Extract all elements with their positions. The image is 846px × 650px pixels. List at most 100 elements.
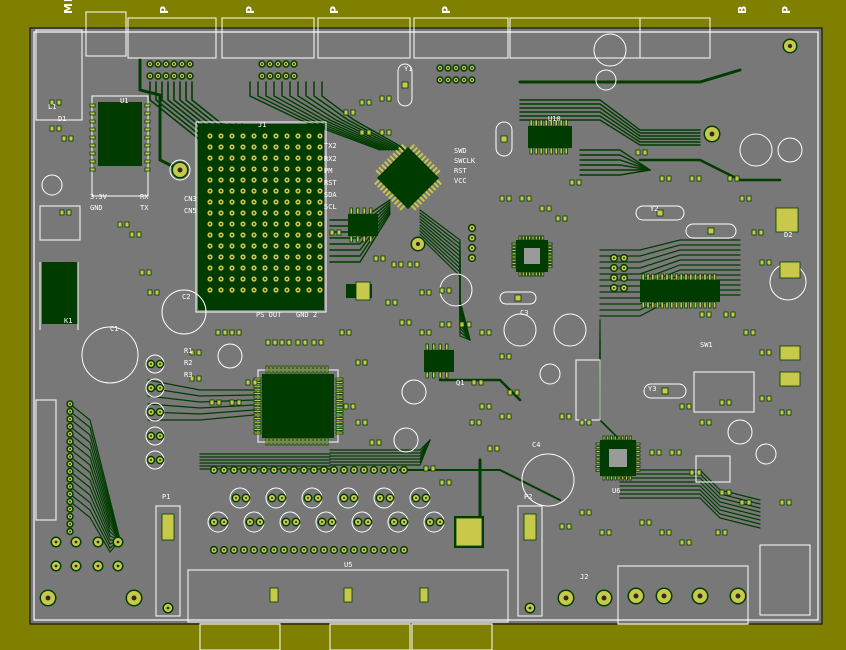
drill-hole: [613, 267, 615, 269]
smd-pad: [196, 375, 202, 382]
smd-pad: [269, 437, 273, 446]
drill-hole: [264, 168, 266, 170]
smd-pad: [277, 437, 281, 446]
smd-pad: [49, 125, 55, 132]
smd-pad: [144, 111, 151, 116]
drill-hole: [244, 496, 248, 500]
drill-hole: [323, 469, 325, 471]
drill-hole: [378, 496, 382, 500]
drill-hole: [275, 212, 277, 214]
smd-pad: [253, 431, 262, 435]
copper-trace: [69, 455, 121, 541]
drill-hole: [264, 212, 266, 214]
drill-hole: [313, 469, 315, 471]
smd-pad: [366, 129, 372, 136]
silk-circle: [217, 343, 243, 369]
drill-hole: [623, 257, 625, 259]
copper-trace: [329, 207, 391, 245]
drill-hole: [342, 496, 346, 500]
drill-hole: [414, 496, 418, 500]
drill-hole: [661, 593, 667, 599]
drill-hole: [222, 520, 226, 524]
smd-pad: [426, 329, 432, 336]
smd-pad: [525, 271, 528, 277]
smd-pad: [305, 437, 309, 446]
smd-pad: [655, 301, 660, 309]
drill-hole: [293, 63, 295, 65]
drill-hole: [308, 245, 310, 247]
drill-hole: [613, 257, 615, 259]
silk-outline: [35, 399, 57, 521]
smd-pad: [335, 388, 344, 392]
smd-pad: [699, 419, 705, 426]
drill-hole: [270, 496, 274, 500]
smd-pad: [506, 353, 512, 360]
smd-pad: [362, 359, 368, 366]
drill-hole: [333, 549, 335, 551]
smd-pad: [302, 339, 308, 346]
smd-pad: [715, 529, 721, 536]
smd-pad: [293, 437, 297, 446]
drill-hole: [177, 167, 183, 173]
smd-pad: [679, 273, 683, 281]
smd-pad: [139, 269, 145, 276]
smd-pad: [539, 205, 545, 212]
copper-trace: [147, 409, 255, 415]
qfp-pin: [398, 146, 404, 153]
silk-circle: [521, 453, 575, 507]
smd-pad: [712, 273, 717, 281]
smd-pad: [253, 388, 262, 392]
smd-pad: [518, 235, 522, 241]
smd-pad: [602, 435, 606, 441]
smd-pad: [313, 365, 317, 374]
drill-hole: [697, 593, 703, 599]
qfp-pin: [432, 166, 438, 173]
smd-pad: [335, 399, 344, 403]
smd-pad: [541, 271, 545, 277]
drill-hole: [261, 63, 263, 65]
drill-hole: [69, 440, 71, 443]
smd-pad: [689, 175, 695, 182]
drill-hole: [528, 606, 532, 610]
drill-hole: [308, 289, 310, 291]
smd-pad: [766, 349, 772, 356]
qfp-pin: [400, 144, 407, 150]
smd-pad: [369, 207, 373, 215]
smd-pad: [277, 365, 281, 374]
drill-hole: [297, 267, 299, 269]
smd-pad: [786, 499, 792, 506]
smd-pad: [136, 231, 142, 238]
smd-pad: [674, 301, 679, 309]
drill-hole: [150, 435, 152, 437]
drill-hole: [563, 595, 569, 601]
drill-hole: [242, 190, 244, 192]
crystal-outline: [635, 205, 685, 221]
drill-hole: [275, 289, 277, 291]
qfp-pin: [378, 166, 384, 173]
qfp-pin: [426, 161, 433, 167]
smd-pad: [446, 287, 452, 294]
drill-hole: [284, 520, 288, 524]
drill-hole: [352, 496, 356, 500]
smd-pad: [559, 147, 563, 155]
drill-hole: [283, 549, 285, 551]
smd-pad: [414, 261, 420, 268]
smd-pad: [602, 475, 606, 481]
smd-pad: [301, 365, 305, 374]
smd-pad: [301, 437, 305, 446]
qfn-pad: [609, 449, 627, 467]
qfp-pin: [416, 199, 423, 205]
drill-hole: [383, 549, 385, 551]
drill-hole: [393, 549, 395, 551]
smd-pad: [335, 377, 344, 381]
smd-pad: [189, 375, 195, 382]
silk-circle: [739, 133, 773, 167]
smd-pad: [534, 119, 538, 127]
drill-hole: [373, 549, 375, 551]
smd-pad: [559, 413, 565, 420]
smd-pad: [369, 439, 375, 446]
drill-hole: [231, 256, 233, 258]
drill-hole: [735, 593, 741, 599]
smd-pad: [660, 273, 664, 281]
smd-pad: [124, 221, 130, 228]
